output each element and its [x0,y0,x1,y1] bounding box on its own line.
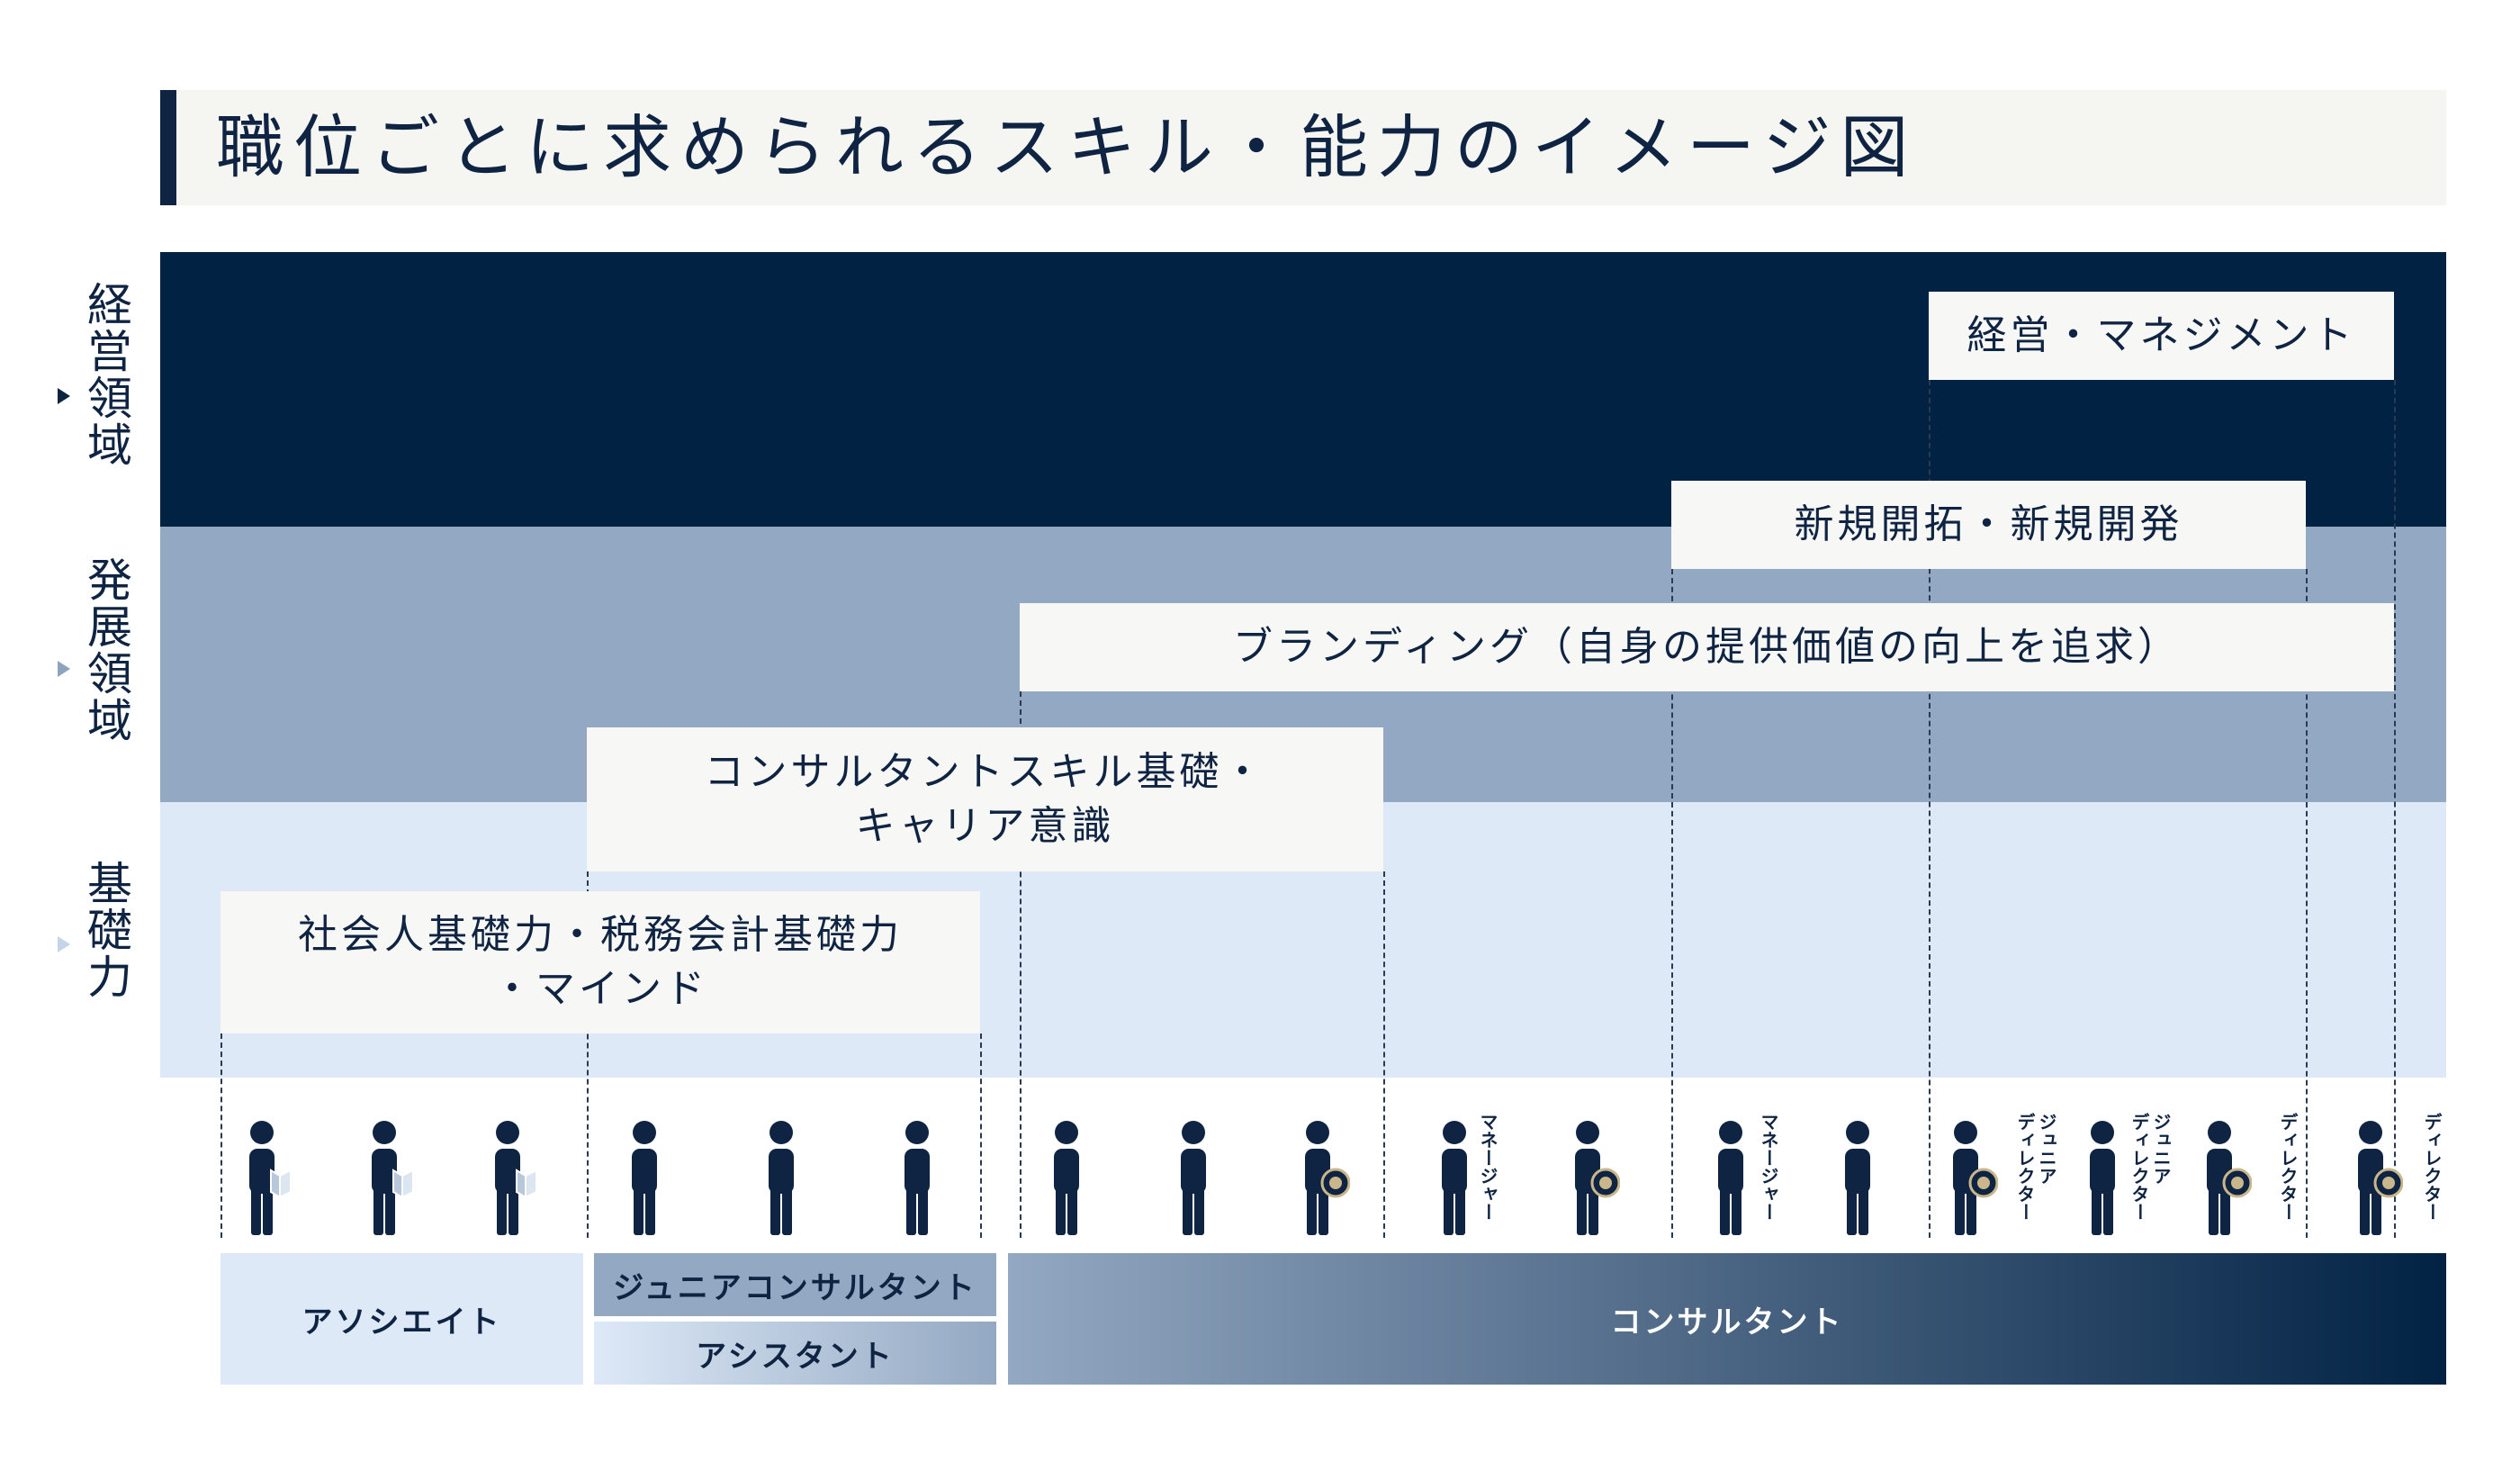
guide-line [220,1033,222,1238]
person-icon [1054,1121,1079,1235]
role-tag-director: ディレクター [2421,1113,2443,1221]
person-icon [1442,1121,1467,1235]
person-badge-icon [1575,1121,1620,1235]
skill-consultant-basics: コンサルタントスキル基礎・ キャリア意識 [587,727,1383,871]
person-icon [1718,1121,1743,1235]
role-tag-junior-director: ジュニア ディレクター [2128,1113,2172,1221]
person-icon [632,1121,657,1235]
role-tag-manager: マネージャー [1477,1113,1498,1221]
skill-new-business: 新規開拓・新規開発 [1671,481,2306,569]
person-beginner-icon [495,1121,537,1235]
person-icon [769,1121,794,1235]
role-junior-consultant: ジュニアコンサルタント [594,1253,996,1316]
row-label-development: 発展領域 [80,556,132,744]
person-icon [1845,1121,1870,1235]
guide-line [1671,569,1673,1238]
role-tag-junior-director: ジュニア ディレクター [2014,1113,2057,1221]
person-badge-icon [2207,1121,2252,1235]
person-beginner-icon [249,1121,292,1235]
person-badge-icon [1953,1121,1998,1235]
guide-line [1383,871,1385,1238]
guide-line [2306,569,2308,1238]
person-badge-icon [2358,1121,2403,1235]
title-accent-bar [160,90,176,205]
skill-branding: ブランディング（自身の提供価値の向上を追求） [1020,603,2394,691]
person-beginner-icon [372,1121,414,1235]
row-label-management: 経営領域 [80,281,132,468]
role-consultant: コンサルタント [1008,1253,2446,1385]
guide-line [1020,691,1022,1238]
role-associate: アソシエイト [220,1253,583,1385]
management-arrow-icon [58,388,70,404]
page-title: 職位ごとに求められるスキル・能力のイメージ図 [216,107,1918,187]
person-badge-icon [1305,1121,1350,1235]
person-icon [1181,1121,1206,1235]
guide-line [1929,380,1930,1238]
row-label-foundation: 基礎力 [80,860,132,1000]
role-assistant: アシスタント [594,1322,996,1385]
role-tag-manager: マネージャー [1758,1113,1779,1221]
development-arrow-icon [58,661,70,677]
title-bar [160,90,2446,205]
role-tag-director: ディレクター [2277,1113,2299,1221]
person-icon [904,1121,930,1235]
skill-social-basics: 社会人基礎力・税務会計基礎力 ・マインド [220,891,980,1033]
guide-line [587,871,589,1238]
skill-management: 経営・マネジメント [1929,292,2394,380]
guide-line [980,1033,982,1238]
person-icon [2090,1121,2115,1235]
foundation-arrow-icon [58,936,70,952]
guide-line [2394,380,2396,1238]
